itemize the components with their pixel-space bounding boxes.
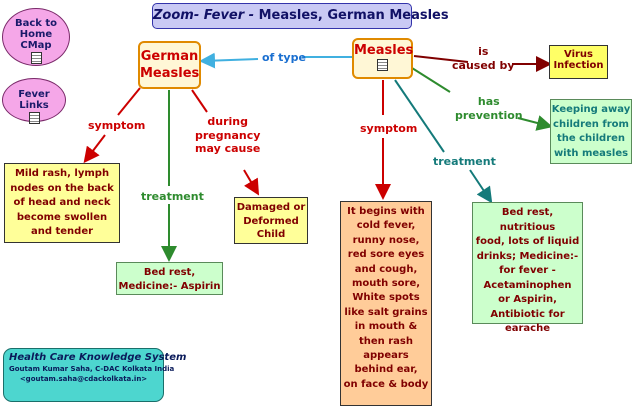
link-m-treatment-1 bbox=[394, 79, 445, 153]
concept-measles-treatment-text[interactable]: Bed rest, nutritious food, lots of liqui… bbox=[472, 202, 583, 334]
link-of-type-arrow bbox=[199, 52, 259, 69]
link-gm-symptom-2 bbox=[83, 134, 106, 164]
document-icon[interactable] bbox=[28, 112, 40, 124]
footer-author: Goutam Kumar Saha, C-DAC Kolkata India bbox=[9, 365, 175, 373]
footer-credit: Health Care Knowledge System Goutam Kuma… bbox=[3, 348, 187, 402]
link-label-gm-treatment: treatment bbox=[141, 190, 204, 203]
measles-label: Measles bbox=[354, 43, 414, 58]
concept-gm-treatment-text[interactable]: Bed rest, Medicine:- Aspirin bbox=[116, 262, 223, 295]
concept-measles[interactable]: Measles bbox=[352, 38, 413, 79]
link-prevention-2 bbox=[517, 115, 553, 131]
fever-links-label: Fever Links bbox=[18, 89, 50, 111]
map-title: Zoom- Fever - Measles, German Measles bbox=[152, 3, 449, 29]
document-icon[interactable] bbox=[30, 52, 42, 64]
link-label-has-prevention: has prevention bbox=[455, 95, 523, 122]
link-label-caused-by: is caused by bbox=[452, 45, 515, 72]
concept-german-measles[interactable]: German Measles bbox=[138, 41, 201, 89]
concept-keeping-away[interactable]: Keeping away children from the children … bbox=[550, 99, 632, 164]
link-gm-symptom-1 bbox=[117, 87, 141, 116]
link-gm-pregnancy-2 bbox=[243, 169, 260, 196]
concept-damaged-child[interactable]: Damaged or Deformed Child bbox=[234, 197, 308, 244]
footer-title: Health Care Knowledge System bbox=[9, 352, 187, 363]
link-m-treatment-2 bbox=[469, 169, 493, 204]
back-home-label: Back to Home CMap bbox=[14, 18, 58, 51]
map-title-prefix: Zoom- Fever - bbox=[153, 8, 259, 23]
concept-measles-symptom-text[interactable]: It begins with cold fever, runny nose, r… bbox=[340, 201, 432, 406]
link-label-m-treatment: treatment bbox=[433, 155, 496, 168]
footer-email: <goutam.saha@cdackolkata.in> bbox=[19, 375, 148, 383]
concept-gm-symptom-text[interactable]: Mild rash, lymph nodes on the back of he… bbox=[4, 163, 120, 243]
document-icon[interactable] bbox=[377, 59, 388, 71]
link-label-pregnancy: during pregnancy may cause bbox=[195, 115, 261, 155]
map-title-main: Measles, German Measles bbox=[258, 8, 449, 23]
link-label-m-symptom: symptom bbox=[360, 122, 418, 135]
link-gm-pregnancy-1 bbox=[191, 89, 208, 113]
link-label-of-type: of type bbox=[262, 51, 306, 64]
concept-virus-infection[interactable]: Virus Infection bbox=[549, 45, 608, 79]
back-home-button[interactable]: Back to Home CMap bbox=[2, 8, 70, 66]
link-label-gm-symptom: symptom bbox=[88, 119, 146, 132]
link-caused-by-1 bbox=[413, 55, 469, 63]
fever-links-button[interactable]: Fever Links bbox=[2, 78, 66, 124]
link-prevention-1 bbox=[411, 67, 451, 93]
